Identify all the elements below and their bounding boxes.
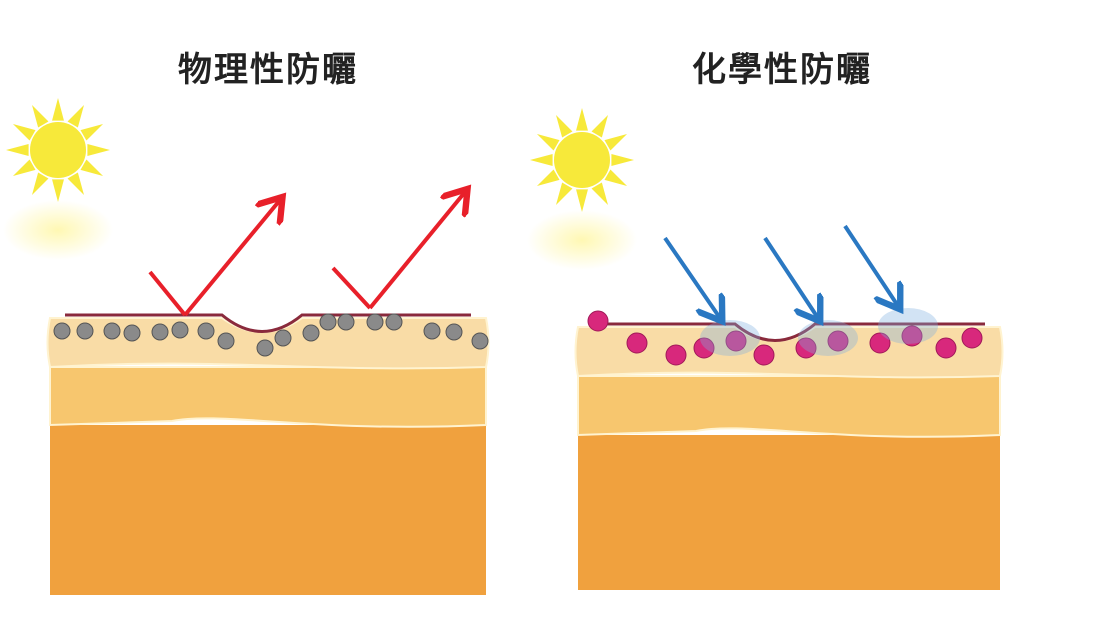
sun-ray (591, 114, 608, 138)
physical-blocker-particle (319, 313, 337, 331)
sun-ray (32, 172, 49, 196)
physical-blocker-particle (256, 339, 274, 357)
absorption-glow (798, 320, 858, 356)
physical-blocker-particle (445, 323, 463, 341)
physical-blocker-particle (471, 332, 489, 350)
skin-middle-layer (577, 375, 1001, 438)
sun-ray (6, 144, 29, 156)
chemical-absorber-particle (753, 344, 775, 366)
sun-ray (611, 154, 634, 166)
skin-middle-layer (49, 366, 487, 428)
physical-blocker-particle (76, 322, 94, 340)
physical-blocker-particle (123, 324, 141, 342)
chemical-absorber-particle (725, 330, 747, 352)
sun-ray (530, 154, 553, 166)
physical-blocker-particle (385, 313, 403, 331)
sun-ray (80, 124, 104, 141)
chemical-absorber-particle (961, 327, 983, 349)
chemical-skin-panel (527, 108, 1004, 590)
physical-blocker-particle (151, 323, 169, 341)
sun-ray (604, 169, 628, 186)
reflected-uv-arrow (368, 192, 465, 310)
physical-sunscreen-title: 物理性防曬 (178, 50, 358, 90)
sun-ray (52, 179, 64, 202)
sun-icon (30, 122, 86, 178)
incoming-uv-ray (331, 266, 372, 310)
absorbed-uv-arrow (663, 236, 720, 318)
sun-ray (604, 134, 628, 151)
chemical-absorber-particle (935, 337, 957, 359)
sun-ray (556, 182, 573, 206)
sun-ray (87, 144, 110, 156)
sun-ray (67, 172, 84, 196)
sun-ray (80, 159, 104, 176)
chemical-absorber-particle (827, 330, 849, 352)
physical-blocker-particle (366, 313, 384, 331)
physical-blocker-particle (217, 332, 235, 350)
sun-ray (536, 169, 560, 186)
skin-dermis-layer (50, 425, 486, 595)
physical-blocker-particle (103, 322, 121, 340)
sun-reflection (3, 200, 113, 260)
physical-blocker-particle (274, 329, 292, 347)
sun-reflection (527, 210, 637, 270)
chemical-absorber-particle (626, 332, 648, 354)
sun-ray (52, 98, 64, 121)
physical-skin-panel (3, 98, 490, 595)
chemical-absorber-particle (693, 337, 715, 359)
chemical-absorber-particle (587, 310, 609, 332)
sun-icon (554, 132, 610, 188)
absorbed-uv-arrow (843, 224, 898, 306)
sun-ray (556, 114, 573, 138)
sun-ray (576, 189, 588, 212)
sun-ray (32, 104, 49, 128)
chemical-absorber-particle (795, 337, 817, 359)
sun-ray (536, 134, 560, 151)
physical-blocker-particle (171, 321, 189, 339)
sun-ray (12, 124, 36, 141)
sun-ray (12, 159, 36, 176)
chemical-absorber-particle (901, 325, 923, 347)
chemical-absorber-particle (869, 332, 891, 354)
chemical-sunscreen-title: 化學性防曬 (692, 50, 872, 90)
incoming-uv-ray (148, 270, 187, 317)
sun-ray (67, 104, 84, 128)
sun-ray (591, 182, 608, 206)
absorbed-uv-arrow (763, 236, 818, 318)
absorption-glow (700, 320, 760, 356)
absorption-glow (878, 308, 938, 344)
skin-dermis-layer (578, 435, 1000, 590)
physical-blocker-particle (337, 313, 355, 331)
physical-blocker-particle (197, 322, 215, 340)
physical-blocker-particle (53, 322, 71, 340)
chemical-absorber-particle (665, 344, 687, 366)
sun-ray (576, 108, 588, 131)
reflected-uv-arrow (183, 200, 280, 317)
sunscreen-film (65, 313, 471, 333)
physical-blocker-particle (302, 324, 320, 342)
physical-blocker-particle (423, 322, 441, 340)
